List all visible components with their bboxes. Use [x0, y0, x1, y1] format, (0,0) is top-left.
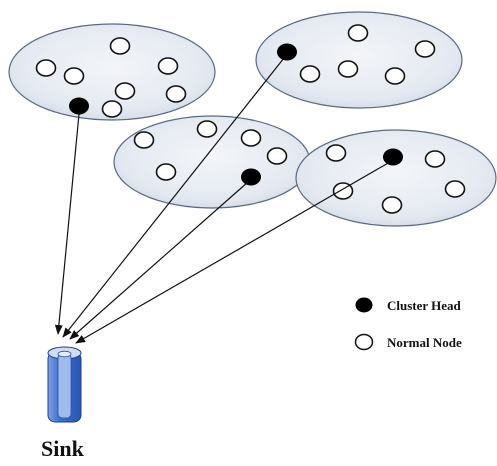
legend-cluster-head-label: Cluster Head	[387, 298, 462, 313]
arrow-cluster-1-to-sink	[54, 113, 80, 335]
clusters-layer	[8, 11, 497, 227]
legend: Cluster Head Normal Node	[354, 297, 462, 351]
normal-nodes-layer	[35, 24, 466, 214]
cluster-head-node	[277, 43, 297, 61]
normal-node-legend-icon	[354, 333, 374, 351]
cluster-heads-layer	[69, 43, 403, 186]
normal-node	[414, 40, 436, 58]
normal-node	[157, 57, 179, 75]
cluster-head-node	[383, 148, 403, 166]
cluster-head-node	[69, 97, 89, 115]
normal-node	[196, 120, 218, 138]
sink-icon	[47, 346, 82, 423]
normal-node	[114, 82, 136, 100]
normal-node	[240, 129, 262, 147]
arrows-layer	[54, 57, 391, 344]
normal-node	[325, 144, 347, 162]
cluster-head-node	[241, 168, 261, 186]
normal-node	[381, 196, 403, 214]
normal-node	[424, 150, 446, 168]
arrow-cluster-4-to-sink	[75, 161, 391, 344]
normal-node	[35, 59, 57, 77]
normal-node	[347, 24, 369, 42]
normal-node	[266, 147, 288, 165]
normal-node	[384, 67, 406, 85]
normal-node	[109, 37, 131, 55]
arrow-cluster-2-to-sink	[62, 57, 285, 338]
normal-node	[101, 100, 123, 118]
cluster-2-region	[255, 11, 463, 109]
legend-normal-node-label: Normal Node	[387, 335, 462, 350]
sink-label: Sink	[41, 436, 85, 461]
normal-node	[63, 67, 85, 85]
cluster-1-region	[8, 23, 216, 121]
normal-node	[155, 163, 177, 181]
cluster-head-legend-icon	[355, 297, 373, 313]
normal-node	[133, 131, 155, 149]
arrow-cluster-3-to-sink	[69, 181, 249, 340]
normal-node	[299, 65, 321, 83]
normal-node	[165, 85, 187, 103]
normal-node	[337, 60, 359, 78]
normal-node	[444, 180, 466, 198]
